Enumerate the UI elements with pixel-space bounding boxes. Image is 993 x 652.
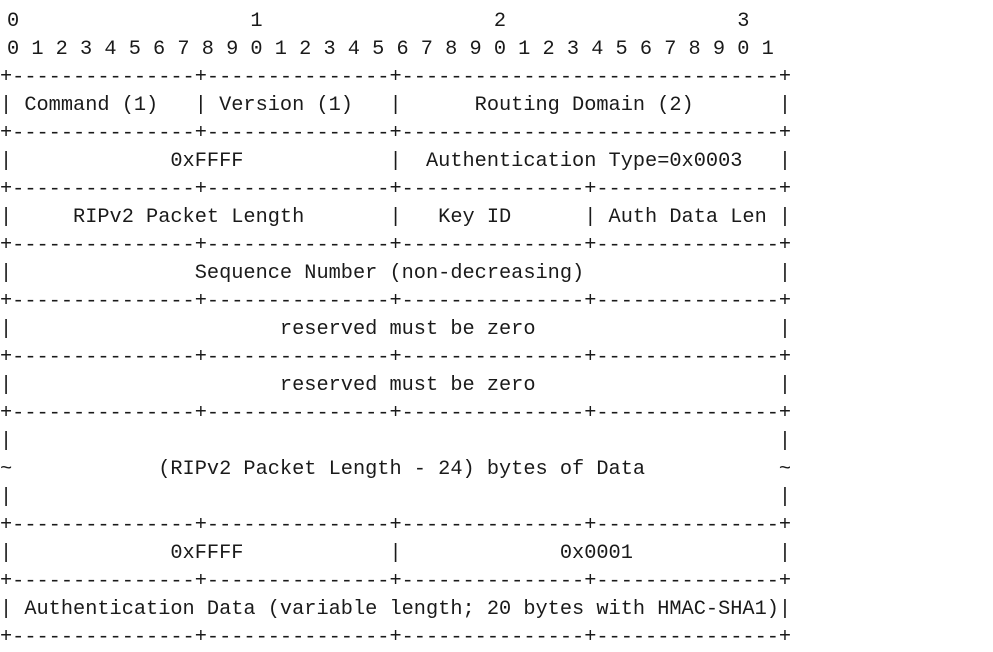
row-separator: +---------------+---------------+-------… xyxy=(0,290,792,313)
row-separator: +---------------+---------------+-------… xyxy=(0,402,792,425)
row-separator: +---------------+---------------+-------… xyxy=(0,122,792,145)
field-row-data-bottom: | | xyxy=(0,486,792,509)
field-row-ffff-auth-type: | 0xFFFF | Authentication Type=0x0003 | xyxy=(0,150,792,173)
row-separator: +---------------+---------------+-------… xyxy=(0,514,792,537)
row-separator: +---------------+---------------+-------… xyxy=(0,570,792,593)
field-row-reserved-2: | reserved must be zero | xyxy=(0,374,792,397)
field-row-sequence-number: | Sequence Number (non-decreasing) | xyxy=(0,262,792,285)
row-separator: +---------------+---------------+-------… xyxy=(0,234,792,257)
field-row-ffff-0001: | 0xFFFF | 0x0001 | xyxy=(0,542,792,565)
bit-ruler-tens: 0 1 2 3 xyxy=(7,10,750,33)
field-row-length-keyid-authlen: | RIPv2 Packet Length | Key ID | Auth Da… xyxy=(0,206,792,229)
field-row-reserved-1: | reserved must be zero | xyxy=(0,318,792,341)
row-separator: +---------------+---------------+-------… xyxy=(0,626,792,649)
field-row-command-version-domain: | Command (1) | Version (1) | Routing Do… xyxy=(0,94,792,117)
row-separator: +---------------+---------------+-------… xyxy=(0,66,792,89)
field-row-authentication-data: | Authentication Data (variable length; … xyxy=(0,598,792,621)
field-row-data-top: | | xyxy=(0,430,792,453)
bit-ruler-ones: 0 1 2 3 4 5 6 7 8 9 0 1 2 3 4 5 6 7 8 9 … xyxy=(7,38,774,61)
row-separator: +---------------+---------------+-------… xyxy=(0,178,792,201)
field-row-data-label: ~ (RIPv2 Packet Length - 24) bytes of Da… xyxy=(0,458,792,481)
row-separator: +---------------+---------------+-------… xyxy=(0,346,792,369)
